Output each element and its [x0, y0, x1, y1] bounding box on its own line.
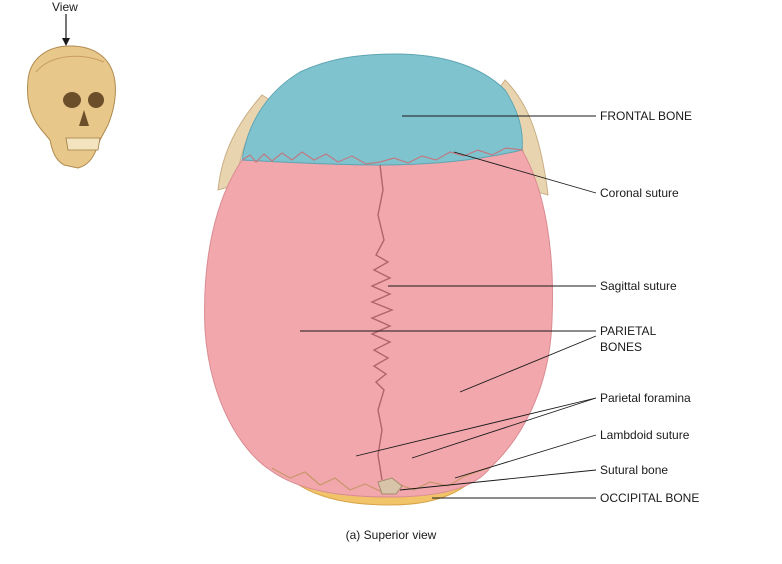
label-frontal-bone: FRONTAL BONE: [600, 109, 693, 123]
label-parietal-bones-2: BONES: [600, 340, 643, 354]
label-sutural-bone: Sutural bone: [600, 463, 669, 477]
leader-foramina-right: [411, 397, 597, 459]
label-coronal-suture: Coronal suture: [600, 186, 679, 200]
leader-lambdoid: [454, 434, 597, 479]
figure-caption: (a) Superior view: [345, 528, 437, 542]
sagittal-suture: [370, 164, 394, 481]
leader-lines: [300, 115, 597, 499]
inset-skull-teeth: [65, 137, 101, 151]
label-parietal-bones-1: PARIETAL: [600, 324, 657, 338]
label-sagittal-suture: Sagittal suture: [600, 279, 677, 293]
leader-foramina-left: [355, 397, 597, 457]
sutural-bone: [377, 477, 403, 495]
parietal-bones: [204, 149, 553, 498]
coronal-suture: [241, 147, 523, 165]
inset-skull-orbit-right: [88, 92, 104, 108]
label-occipital-bone: OCCIPITAL BONE: [600, 491, 700, 505]
inset-skull-nasal: [79, 110, 89, 126]
leader-coronal: [453, 151, 597, 194]
inset-skull-highlight: [35, 55, 105, 73]
view-label: View: [52, 0, 78, 14]
label-parietal-foramina: Parietal foramina: [600, 391, 691, 405]
frontal-bone: [241, 53, 523, 166]
inset-skull: [27, 45, 116, 169]
leader-sutural: [399, 469, 597, 491]
leader-parietal-right: [459, 335, 597, 393]
view-arrow-head: [62, 38, 70, 46]
label-lambdoid-suture: Lambdoid suture: [600, 428, 690, 442]
inset-skull-orbit-left: [63, 92, 81, 108]
